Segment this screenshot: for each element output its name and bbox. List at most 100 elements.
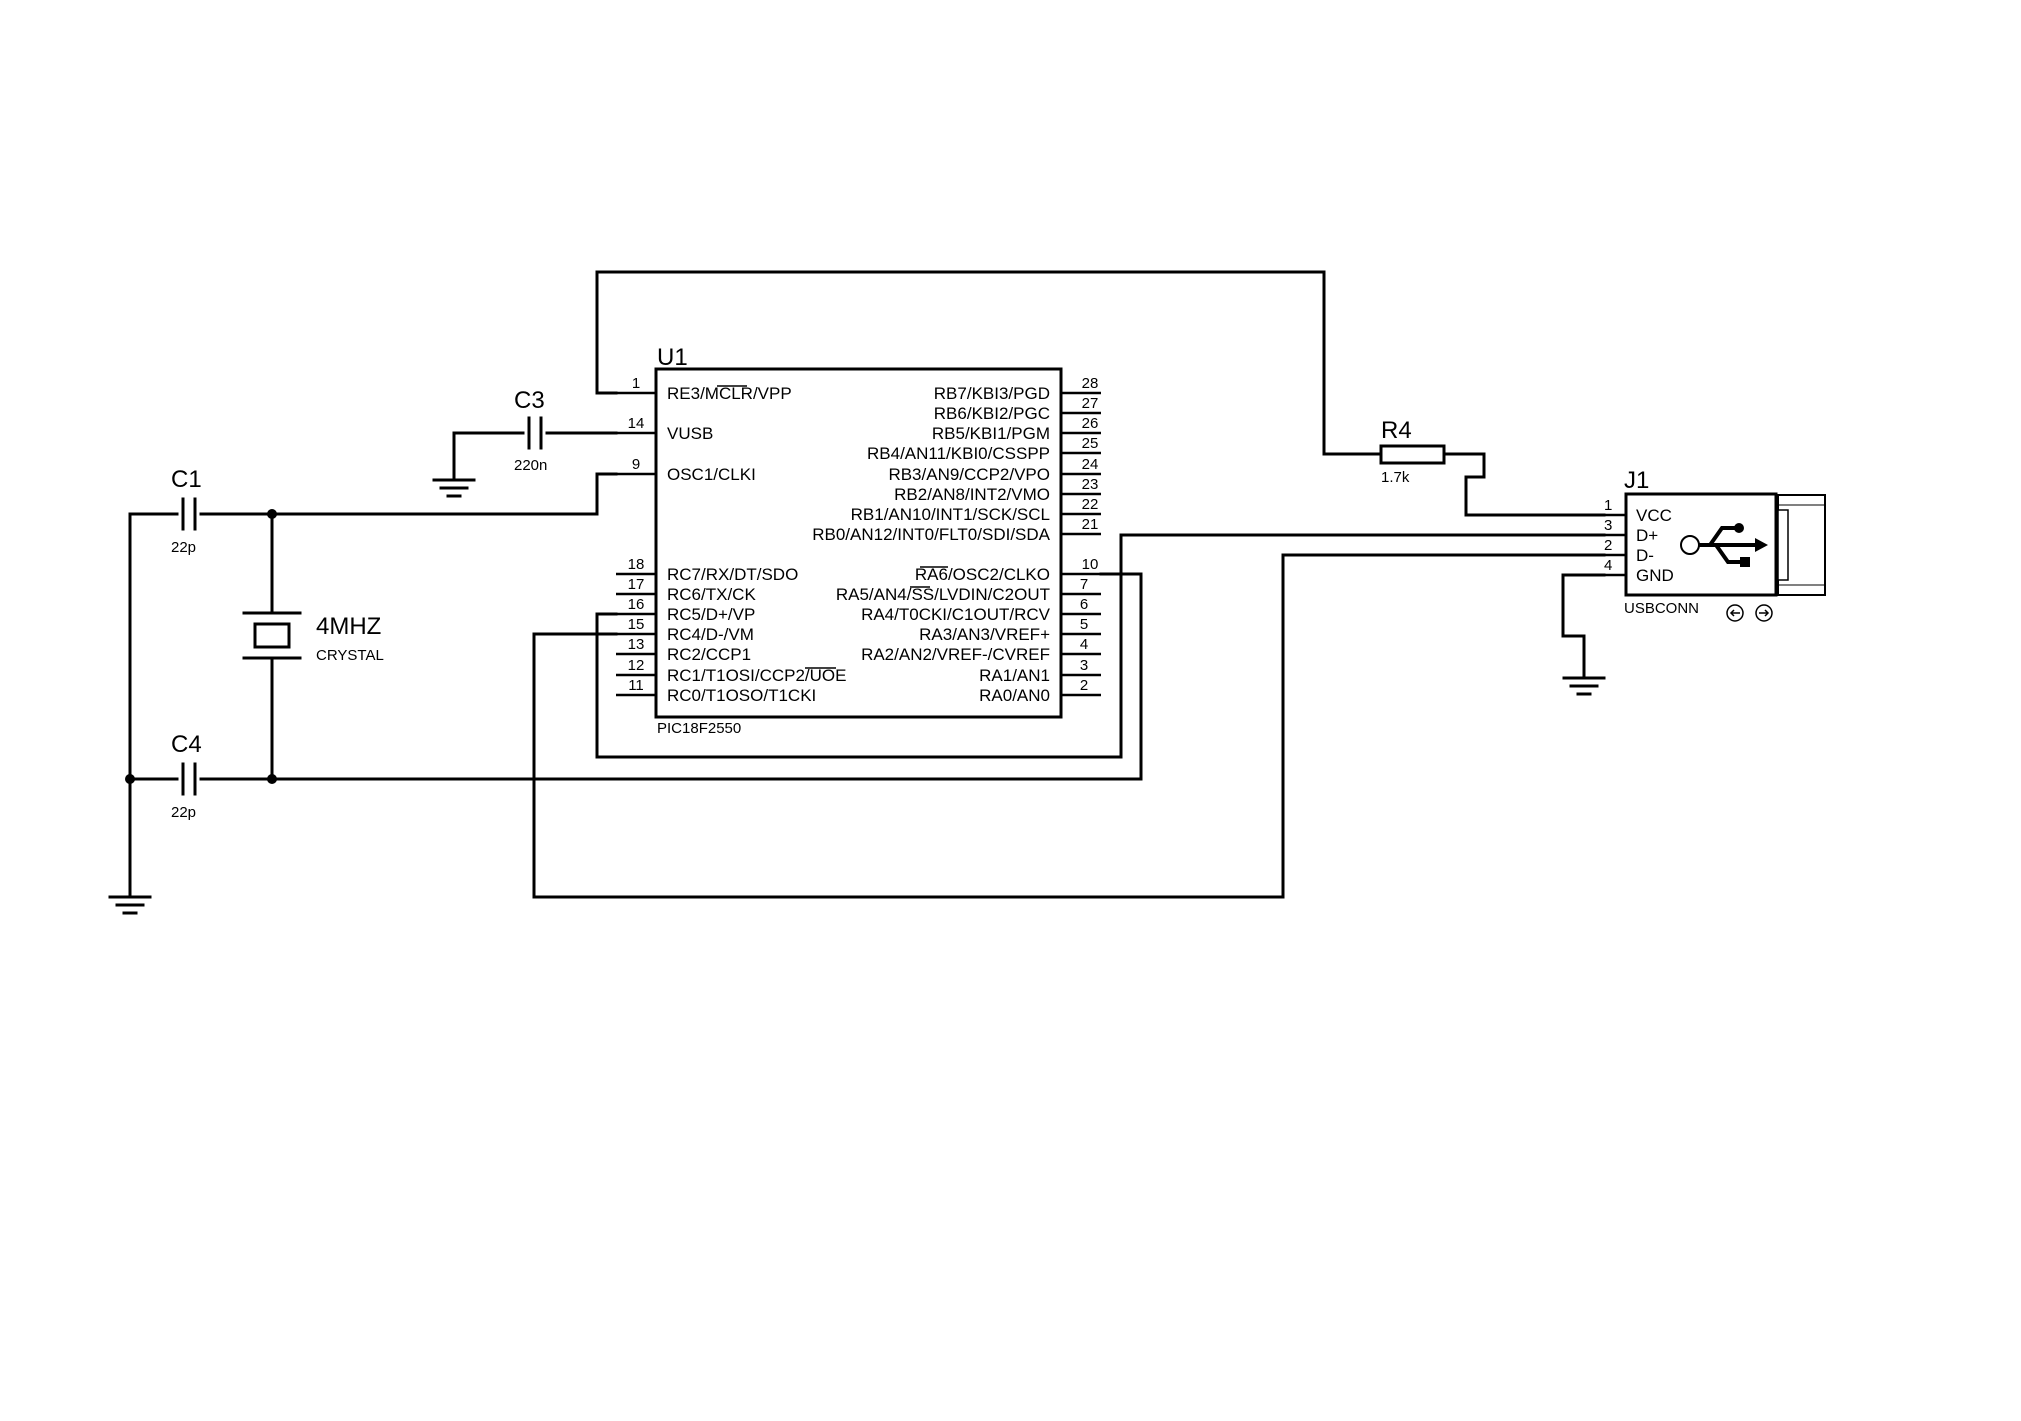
u1-pin-name: RB0/AN12/INT0/FLT0/SDI/SDA [812,525,1050,544]
u1-pin-name: RA3/AN3/VREF+ [919,625,1050,644]
wire-mclr-to-r4 [595,270,1382,456]
u1-pin-num: 22 [1082,496,1099,513]
c4-value: 22p [171,804,196,821]
wire-r4-to-vcc [1442,452,1606,517]
wire-c1-left-ground [128,512,179,897]
j1-pin-name: VCC [1636,506,1672,525]
crystal-x1: 4MHZ CRYSTAL [242,611,384,664]
j1-pin-name: D+ [1636,526,1658,545]
r4-resistor: R4 1.7k [1379,417,1446,486]
wire-j1-gnd [1561,573,1606,678]
wire-dplus [595,533,1606,759]
u1-ref: U1 [657,344,688,371]
junction-dot [267,509,277,519]
u1-pin-num: 16 [628,596,645,613]
u1-pin-num: 6 [1080,596,1088,613]
u1-pin-num: 13 [628,636,645,653]
u1-pin-name: OSC1/CLKI [667,465,756,484]
usb-plug-inner [1777,509,1789,581]
junction-dot [125,774,135,784]
crystal-type: CRYSTAL [316,647,384,664]
u1-pin-num: 3 [1080,657,1088,674]
j1-part: USBCONN [1624,600,1699,617]
u1-pin-name: RA6/OSC2/CLKO [915,565,1050,584]
u1-pin-name: RA4/T0CKI/C1OUT/RCV [861,605,1051,624]
u1-pin-num: 25 [1082,435,1099,452]
u1-pin-num: 7 [1080,576,1088,593]
crystal-body [253,622,291,649]
j1-pin-num: 2 [1604,537,1612,554]
wires [128,270,1606,899]
u1-pin-num: 14 [628,415,645,432]
j1-pin-name: GND [1636,566,1674,585]
u1-pin-num: 1 [632,375,640,392]
c3-value: 220n [514,457,547,474]
c1-capacitor: C1 22p [171,466,202,556]
u1-pin-name: VUSB [667,424,713,443]
u1-part: PIC18F2550 [657,720,741,737]
u1-pin-name: RC7/RX/DT/SDO [667,565,798,584]
r4-body [1379,444,1446,465]
c1-value: 22p [171,539,196,556]
c3-ref: C3 [514,387,545,414]
u1-pin-name: RC6/TX/CK [667,585,756,604]
u1-pin-num: 23 [1082,476,1099,493]
c1-ref: C1 [171,466,202,493]
usb-arrow-right-icon [1755,604,1773,622]
u1-pin-num: 17 [628,576,645,593]
u1-pin-num: 18 [628,556,645,573]
r4-value: 1.7k [1381,469,1410,486]
u1-pin-name: RA2/AN2/VREF-/CVREF [861,645,1050,664]
u1-pin-num: 5 [1080,616,1088,633]
c4-ref: C4 [171,731,202,758]
u1-pin-name: RB3/AN9/CCP2/VPO [888,465,1050,484]
c4-capacitor: C4 22p [171,731,202,821]
j1-pin-num: 3 [1604,517,1612,534]
wire-osc1-to-c1 [199,472,618,516]
j1-pin-num: 1 [1604,497,1612,514]
ground-icon [108,895,152,915]
u1-pin-name: RC2/CCP1 [667,645,751,664]
j1-ref: J1 [1624,467,1649,494]
u1-pin-num: 2 [1080,677,1088,694]
u1-pin-num: 27 [1082,395,1099,412]
junction-dot [267,774,277,784]
u1-pin-name: RB6/KBI2/PGC [934,404,1050,423]
u1-pin-num: 11 [628,677,644,694]
u1-pin-name: RB5/KBI1/PGM [932,424,1050,443]
u1-body [654,367,1063,719]
u1-pin-name: RA0/AN0 [979,686,1050,705]
u1-pin-num: 15 [628,616,645,633]
ground-icon [1562,676,1606,696]
u1-pin-num: 10 [1082,556,1099,573]
u1-pin-name: RC1/T1OSI/CCP2/UOE [667,666,847,685]
u1-pin-name: RB7/KBI3/PGD [934,384,1050,403]
u1-pin-name: RC0/T1OSO/T1CKI [667,686,816,705]
j1-pin-num: 4 [1604,557,1612,574]
u1-pin-num: 26 [1082,415,1099,432]
c3-capacitor: C3 220n [514,387,547,474]
u1-pin-name: RB2/AN8/INT2/VMO [894,485,1050,504]
u1-pin-name: RC4/D-/VM [667,625,754,644]
j1-pin-name: D- [1636,546,1654,565]
u1-pin-name: RE3/MCLR/VPP [667,384,792,403]
u1-pin-num: 24 [1082,456,1099,473]
wire-c3-to-ground [452,431,525,480]
u1-pin-name: RB1/AN10/INT1/SCK/SCL [851,505,1050,524]
j1-usb-connector: J1 USBCONN 1 3 2 4 VCC D+ D- GND [1604,467,1826,622]
u1-pin-num: 4 [1080,636,1088,653]
usb-arrow-left-icon [1726,604,1744,622]
usb-symbol-icon [1680,523,1768,567]
u1-pin-num: 28 [1082,375,1099,392]
u1-pin-name: RB4/AN11/KBI0/CSSPP [867,444,1050,463]
wire-dminus [532,553,1606,899]
u1-pin-num: 12 [628,657,645,674]
u1-pin-name: RC5/D+/VP [667,605,755,624]
u1-microcontroller: U1 PIC18F2550 1 14 9 18 17 16 15 13 12 1… [616,344,1101,737]
crystal-value: 4MHZ [316,613,381,640]
u1-pin-name: RA1/AN1 [979,666,1050,685]
ground-icon [432,478,476,498]
u1-pin-name: RA5/AN4/SS/LVDIN/C2OUT [836,585,1050,604]
u1-pin-num: 9 [632,456,640,473]
